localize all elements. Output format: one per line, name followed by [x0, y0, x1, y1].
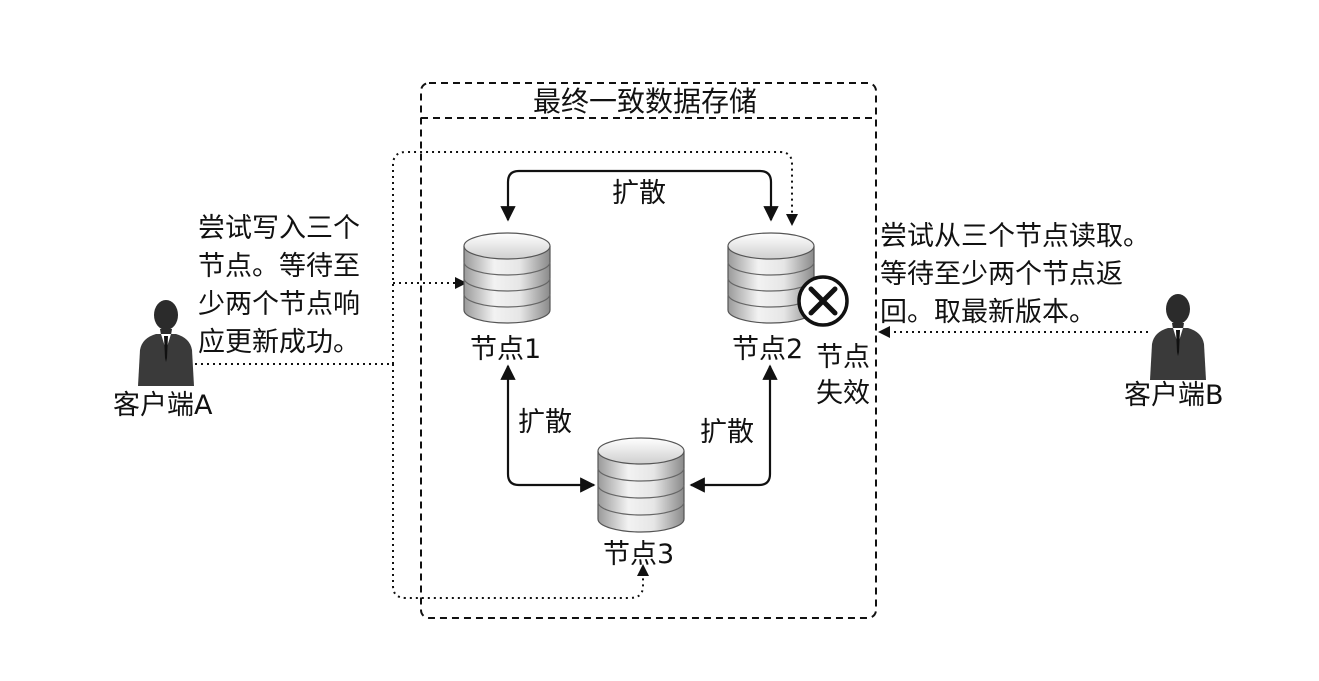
client-b-read-path [878, 326, 1148, 338]
failure-label-line2: 失效 [816, 378, 870, 409]
gossip-label-right: 扩散 [700, 417, 754, 448]
client-b-name: 客户端B [1124, 380, 1224, 411]
client-a-desc-line: 节点。等待至 [198, 251, 360, 282]
store-boundary [420, 82, 877, 619]
gossip-label-top: 扩散 [612, 178, 666, 209]
client-b-description: 尝试从三个节点读取。 等待至少两个节点返 回。取最新版本。 [880, 218, 1150, 332]
client-b-desc-line: 尝试从三个节点读取。 [880, 221, 1150, 252]
node1-label: 节点1 [470, 334, 542, 365]
client-b-desc-line: 回。取最新版本。 [880, 297, 1096, 328]
gossip-label-left: 扩散 [518, 407, 572, 438]
fail-x-icon [797, 275, 849, 327]
client-b-person-icon [1150, 294, 1206, 380]
client-a-write-path [195, 151, 793, 599]
gossip-left-arrow [500, 364, 596, 493]
gossip-right-arrow [689, 364, 778, 493]
node3-label: 节点3 [603, 539, 675, 570]
node1-database-icon [463, 232, 551, 324]
node2-label: 节点2 [732, 334, 804, 365]
failure-label: 节点 失效 [816, 340, 870, 412]
failure-label-line1: 节点 [816, 342, 870, 373]
arrow-to-node1 [455, 277, 467, 289]
client-a-desc-line: 少两个节点响 [198, 289, 360, 320]
client-b-desc-line: 等待至少两个节点返 [880, 259, 1123, 290]
gossip-top-arrow [500, 169, 779, 222]
client-a-description: 尝试写入三个 节点。等待至 少两个节点响 应更新成功。 [198, 210, 360, 362]
client-a-person-icon [138, 300, 194, 386]
arrow-to-node3 [637, 564, 649, 576]
store-title: 最终一致数据存储 [533, 85, 758, 118]
arrow-to-node2-top [786, 214, 798, 226]
client-a-name: 客户端A [113, 390, 213, 421]
client-a-desc-line: 尝试写入三个 [198, 213, 360, 244]
client-a-desc-line: 应更新成功。 [198, 327, 360, 358]
node3-database-icon [597, 437, 685, 533]
node2-database-icon [727, 232, 815, 324]
